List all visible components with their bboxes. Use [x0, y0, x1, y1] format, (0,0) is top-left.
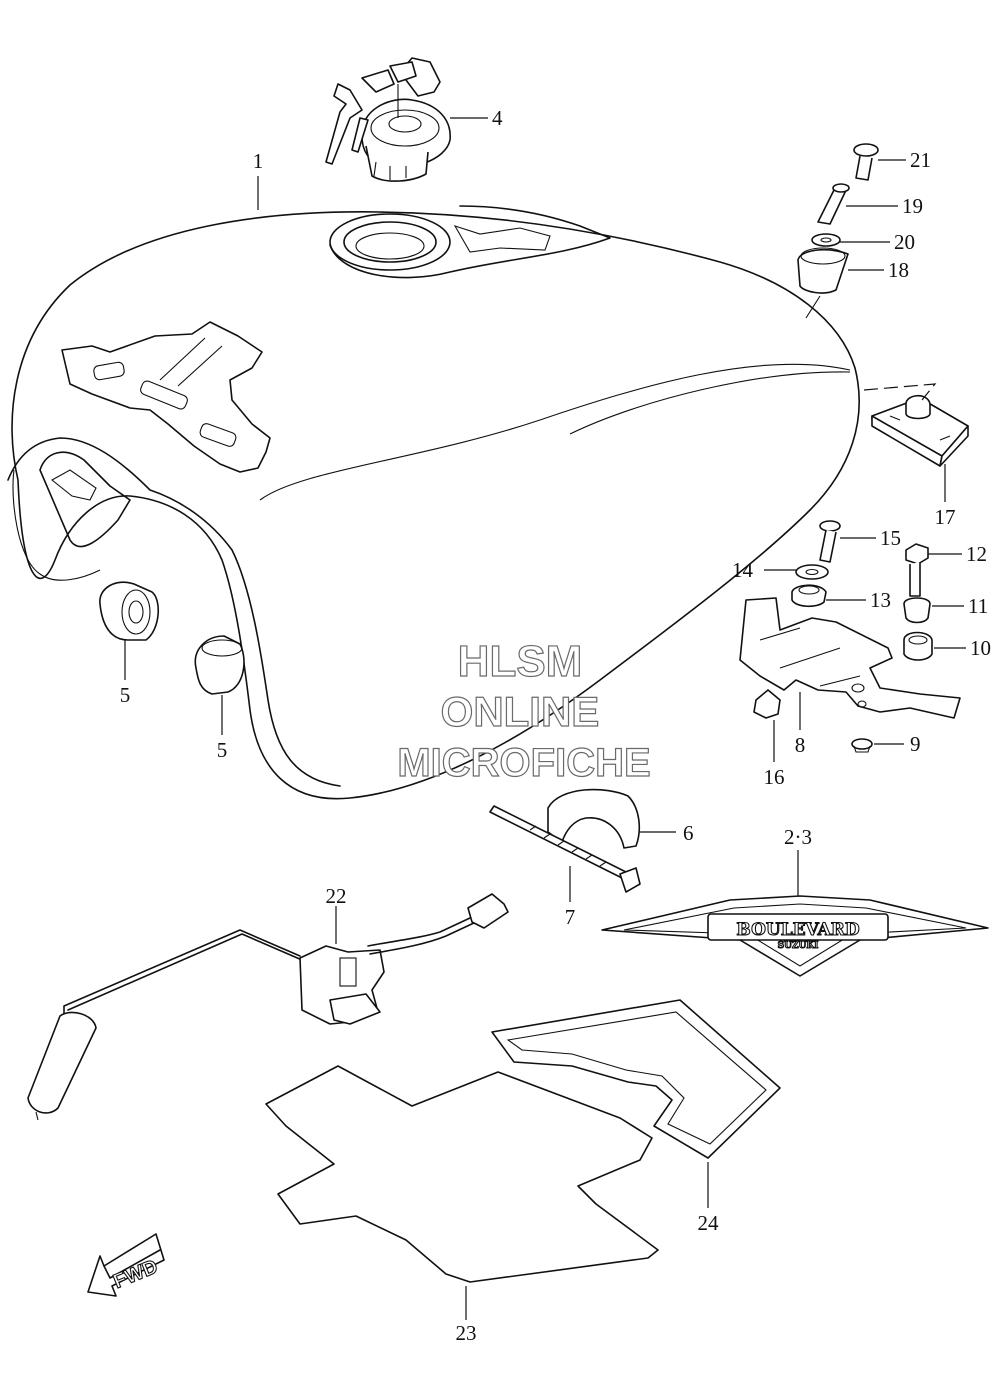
washer-14 — [764, 564, 829, 580]
watermark-line1: HLSM — [458, 637, 583, 686]
sheet-23 — [265, 1065, 659, 1320]
cover-6 — [547, 788, 676, 849]
fwd-arrow-icon: FWD — [87, 1233, 165, 1297]
callout-10: 10 — [970, 636, 991, 660]
bolt-9 — [851, 738, 904, 753]
cushion-5b — [194, 635, 245, 735]
emblem-subtext: SUZUKI — [778, 941, 819, 951]
pad-24 — [491, 999, 781, 1208]
callout-15: 15 — [880, 526, 901, 550]
callout-14: 14 — [732, 558, 754, 582]
callout-24: 24 — [698, 1211, 720, 1235]
cushion-10 — [903, 631, 966, 661]
callout-23: 23 — [456, 1321, 477, 1345]
callout-2-3: 2·3 — [784, 825, 812, 849]
callout-16: 16 — [764, 765, 785, 789]
callout-17: 17 — [935, 505, 956, 529]
callout-5a: 5 — [120, 683, 131, 707]
bolt-12 — [905, 543, 962, 597]
cushion-18 — [797, 247, 884, 294]
callout-9: 9 — [910, 732, 921, 756]
emblem-2-3: BOULEVARD SUZUKI — [601, 850, 989, 977]
callout-18: 18 — [888, 258, 909, 282]
cushion-5a — [99, 581, 159, 680]
callout-4: 4 — [492, 106, 503, 130]
bolt-15 — [819, 520, 876, 563]
cable-tie-7 — [489, 805, 641, 902]
damper-17 — [863, 383, 969, 502]
callout-21: 21 — [910, 148, 931, 172]
watermark-line2: ONLINE — [441, 688, 600, 735]
fuel-tank — [7, 205, 860, 800]
collar-11 — [903, 597, 964, 624]
watermark: HLSM ONLINE MICROFICHE — [397, 636, 652, 785]
callout-19: 19 — [902, 194, 923, 218]
emblem-text: BOULEVARD — [736, 920, 859, 940]
watermark-line3: MICROFICHE — [397, 741, 650, 785]
bracket-8 — [739, 597, 961, 730]
fuel-cap — [325, 57, 488, 182]
callout-11: 11 — [968, 594, 988, 618]
screw-21 — [853, 143, 906, 181]
callout-5b: 5 — [217, 738, 228, 762]
grommet-13 — [791, 584, 866, 608]
callout-22: 22 — [326, 884, 347, 908]
fuel-sender-22 — [27, 893, 509, 1121]
collar-19 — [817, 183, 898, 225]
callout-1: 1 — [253, 149, 264, 173]
callout-12: 12 — [966, 542, 987, 566]
callout-13: 13 — [870, 588, 891, 612]
callout-20: 20 — [894, 230, 915, 254]
nut-16 — [753, 689, 781, 762]
callout-7: 7 — [565, 905, 576, 929]
washer-20 — [811, 233, 890, 247]
callout-8: 8 — [795, 733, 806, 757]
callout-6: 6 — [683, 821, 694, 845]
